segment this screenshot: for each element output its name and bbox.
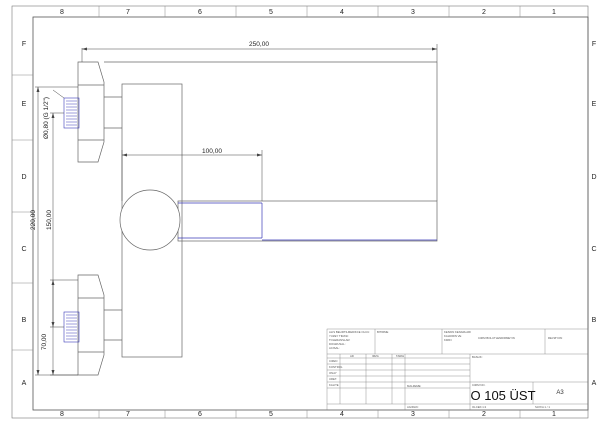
- zone-bottom-1: 1: [552, 411, 556, 418]
- row-drawn: CIZEN: [329, 359, 337, 363]
- dimension-arrows: [36, 47, 437, 375]
- zone-bottom-8: 8: [60, 411, 64, 418]
- zone-bottom-4: 4: [340, 411, 344, 418]
- inner-frame: [32, 16, 589, 411]
- row-approved: ONAY: [329, 371, 337, 375]
- zone-right-E: E: [592, 101, 597, 108]
- dim-handle-length: 100,00: [202, 148, 222, 155]
- zone-left-C: C: [21, 246, 26, 253]
- handle-lines: [178, 202, 437, 241]
- zone-bottom-6: 6: [198, 411, 202, 418]
- zone-top-2: 2: [482, 9, 486, 16]
- zone-labels-bottom: 8 7 6 5 4 3 2 1: [60, 411, 556, 418]
- zone-right-A: A: [592, 380, 597, 387]
- zone-top-4: 4: [340, 9, 344, 16]
- lower-connector-outline: [77, 274, 105, 376]
- hub-circle: [119, 189, 181, 251]
- zone-top-8: 8: [60, 9, 64, 16]
- title-block-notes: ALIS BELIRTILMEDIKCE OLCU: YUZEY TIRASI:…: [329, 330, 564, 409]
- dim-total-length: 250,00: [249, 41, 269, 48]
- revision-label: REVIZYON: [548, 336, 562, 340]
- weight-label: AGIRLIK:: [407, 405, 419, 409]
- table-header-name: AD: [350, 354, 354, 358]
- zone-right-C: C: [591, 246, 596, 253]
- zone-bottom-5: 5: [269, 411, 273, 418]
- zone-left-A: A: [22, 380, 27, 387]
- zone-ticks: [12, 6, 521, 418]
- zone-labels-top: 8 7 6 5 4 3 2 1: [60, 9, 556, 16]
- material-label: MALZEME:: [407, 384, 422, 388]
- zone-bottom-3: 3: [411, 411, 415, 418]
- sheet-label: SAYFA 1 / 1: [535, 405, 550, 409]
- sheet-size: A3: [556, 390, 564, 396]
- dwg-no-label: CIZIM NO.: [472, 383, 486, 387]
- upper-connector-outline: [77, 61, 105, 163]
- zone-top-7: 7: [126, 9, 130, 16]
- row-quality: KALITE: [329, 383, 339, 387]
- dim-overall-height: 220,00: [30, 210, 37, 230]
- note-line-3: TOLERANSLAR:: [329, 338, 350, 342]
- table-header-date: TARIH: [396, 354, 404, 358]
- zone-left-E: E: [22, 101, 27, 108]
- dim-center-distance: 150,00: [46, 210, 53, 230]
- zone-left-B: B: [22, 317, 27, 324]
- lower-thread: [63, 311, 80, 343]
- zone-top-6: 6: [198, 9, 202, 16]
- zone-top-5: 5: [269, 9, 273, 16]
- drawing-title: O 105 ÜST: [470, 388, 535, 403]
- zone-top-3: 3: [411, 9, 415, 16]
- title-label: BASLIK:: [472, 355, 483, 359]
- zone-right-B: B: [592, 317, 597, 324]
- zone-right-D: D: [591, 174, 596, 181]
- zone-labels-left: F E D C B A: [21, 41, 26, 387]
- row-manufactured: URET.: [329, 377, 337, 381]
- dim-thread: Ø0,80 (G 1/2"): [43, 97, 50, 139]
- zone-top-1: 1: [552, 9, 556, 16]
- edge-note-2: KALDIRIN VE: [444, 334, 462, 338]
- finish-label: BITIRME: [377, 330, 388, 334]
- edge-note-3: KIRIN: [444, 338, 451, 342]
- note-line-5: ACISAL:: [329, 346, 340, 350]
- title-block: [326, 328, 589, 411]
- note-line-4: DOGRUSAL:: [329, 342, 346, 346]
- upper-thread: [63, 97, 80, 129]
- zone-labels-right: F E D C B A: [591, 41, 596, 387]
- note-line-1: ALIS BELIRTILMEDIKCE OLCU:: [329, 330, 370, 334]
- zone-left-D: D: [21, 174, 26, 181]
- zone-right-F: F: [592, 41, 596, 48]
- zone-bottom-2: 2: [482, 411, 486, 418]
- edge-note-1: KESKIN KENARLARI: [444, 330, 471, 334]
- zone-bottom-7: 7: [126, 411, 130, 418]
- zone-left-F: F: [22, 41, 26, 48]
- spout-outline: [177, 200, 438, 242]
- row-checked: KONTROL: [329, 365, 343, 369]
- note-line-2: YUZEY TIRASI:: [329, 334, 349, 338]
- faucet-part: [77, 61, 438, 376]
- dimension-lines: [35, 44, 438, 376]
- outer-frame: [11, 5, 589, 419]
- scale-label: OLCEK:1:2: [472, 405, 487, 409]
- drawing-header: CIZIM BOLUTLENDIRMEYIN: [478, 336, 515, 340]
- dim-lower-offset: 70,00: [41, 333, 48, 350]
- table-header-signature: IMZA: [372, 354, 379, 358]
